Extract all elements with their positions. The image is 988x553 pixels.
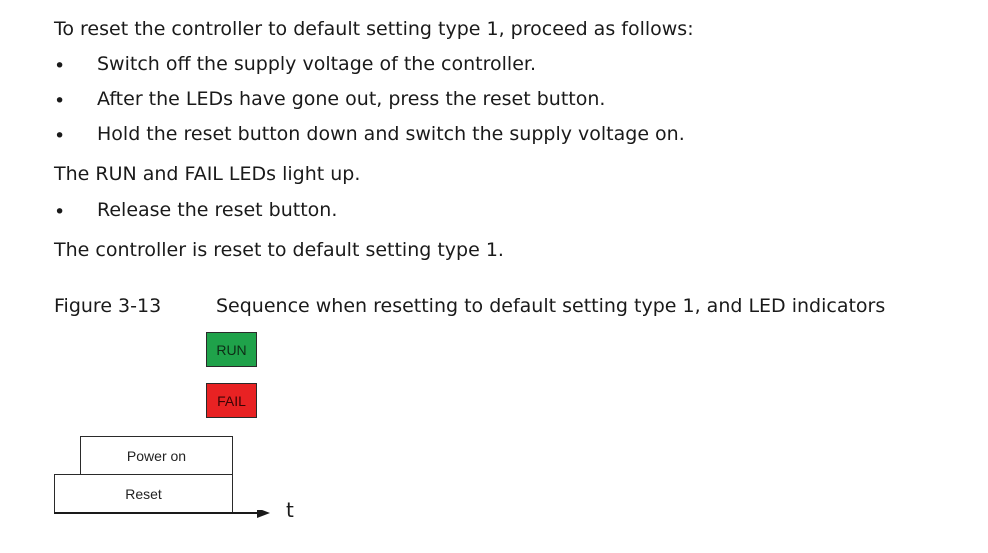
step-3-text: Hold the reset button down and switch th… (97, 123, 685, 145)
led-note-text: The RUN and FAIL LEDs light up. (54, 163, 361, 185)
intro-text: To reset the controller to default setti… (54, 18, 694, 40)
bullet-1: • (54, 55, 66, 77)
bullet-3: • (54, 125, 66, 147)
step-2-text: After the LEDs have gone out, press the … (97, 88, 606, 110)
reset-box: Reset (54, 474, 233, 512)
bullet-4: • (54, 201, 66, 223)
fail-led: FAIL (206, 383, 257, 418)
bullet-2: • (54, 90, 66, 112)
step-4-text: Release the reset button. (97, 199, 338, 221)
run-led: RUN (206, 332, 257, 367)
result-text: The controller is reset to default setti… (54, 239, 504, 261)
time-axis-label: t (286, 498, 294, 522)
figure-caption: Sequence when resetting to default setti… (216, 295, 886, 317)
figure-label: Figure 3-13 (54, 295, 162, 317)
time-axis-arrow (54, 510, 270, 518)
step-1-text: Switch off the supply voltage of the con… (97, 53, 536, 75)
power-on-box: Power on (80, 436, 233, 474)
